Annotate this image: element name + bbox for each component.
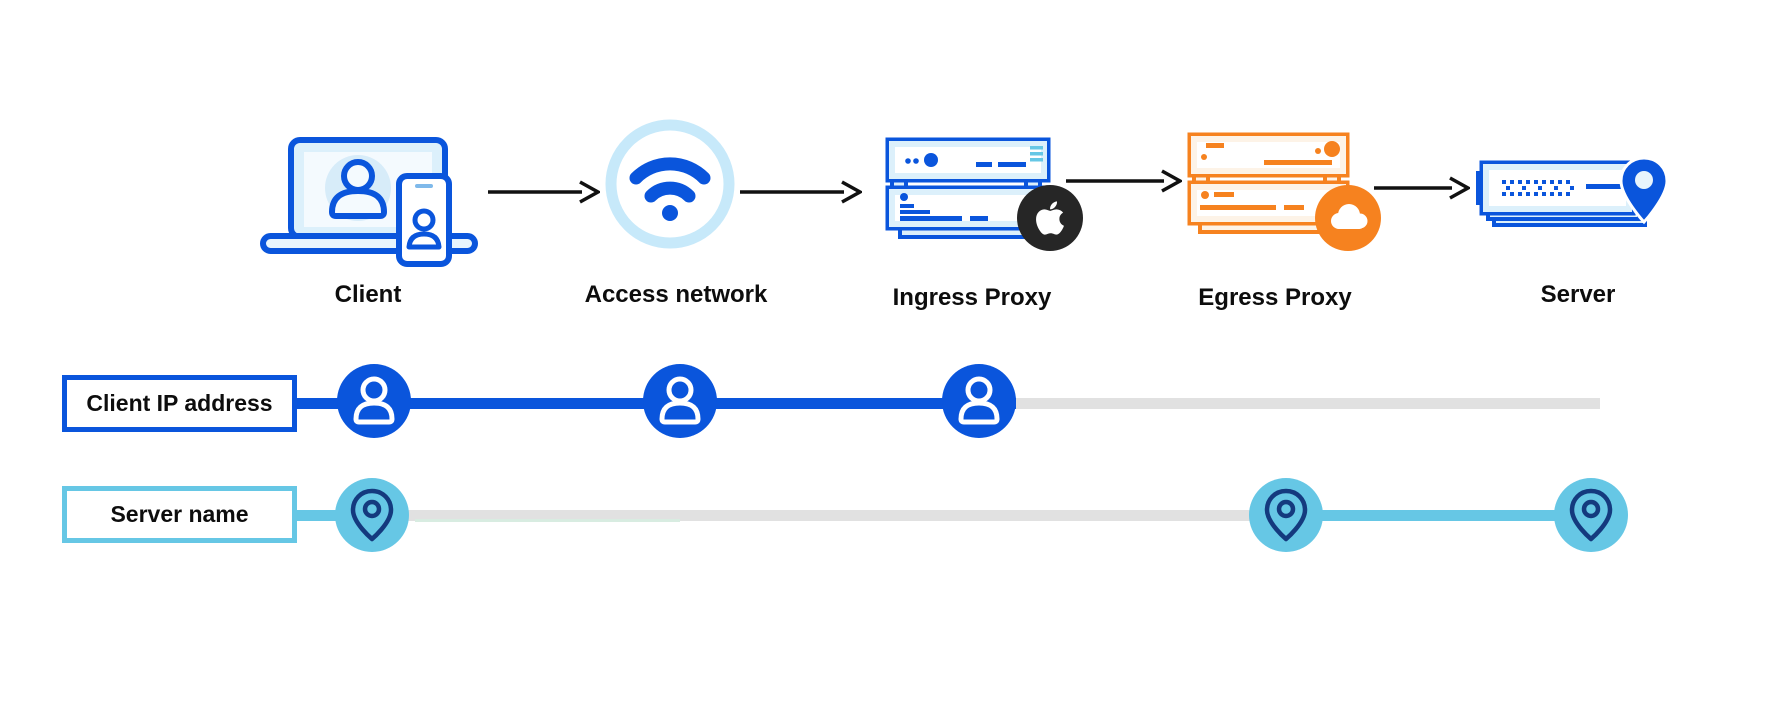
flow-arrow-2 bbox=[740, 180, 862, 204]
wifi-icon bbox=[605, 119, 735, 249]
stage-label-server: Server bbox=[1540, 281, 1616, 308]
location-pin-icon bbox=[1569, 488, 1613, 542]
flow-arrow-3 bbox=[1066, 169, 1182, 193]
pin-node-client bbox=[335, 478, 409, 552]
location-pin-icon bbox=[1264, 488, 1308, 542]
server-location-icon bbox=[1476, 156, 1669, 227]
person-node-ingress-proxy bbox=[942, 364, 1016, 438]
server-name-track-gray-segment bbox=[374, 510, 1286, 521]
laptop-phone-icon bbox=[260, 137, 478, 267]
stage-label-egress-proxy: Egress Proxy bbox=[1198, 284, 1352, 311]
client-ip-address-label: Client IP address bbox=[86, 390, 273, 416]
server-name-track-faint-line bbox=[415, 519, 680, 522]
stage-label-access-network: Access network bbox=[584, 281, 768, 308]
client-ip-track-gray-segment bbox=[1016, 398, 1600, 409]
flow-arrow-4 bbox=[1374, 176, 1470, 200]
pin-node-egress-proxy bbox=[1249, 478, 1323, 552]
person-node-access-network bbox=[643, 364, 717, 438]
server-name-label: Server name bbox=[110, 501, 249, 527]
stage-label-client: Client bbox=[334, 281, 402, 308]
cloudflare-cloud-icon bbox=[1331, 204, 1368, 229]
flow-arrow-1 bbox=[488, 180, 600, 204]
client-ip-address-label-box: Client IP address bbox=[62, 375, 297, 432]
server-name-track-cyan-end-segment bbox=[1286, 510, 1591, 521]
person-icon bbox=[353, 376, 395, 425]
person-icon bbox=[958, 376, 1000, 425]
location-pin-icon bbox=[350, 488, 394, 542]
person-icon bbox=[659, 376, 701, 425]
pin-node-server bbox=[1554, 478, 1628, 552]
cloudflare-logo-badge bbox=[1315, 185, 1381, 251]
apple-icon bbox=[1036, 201, 1064, 235]
server-name-track-cyan-start-segment bbox=[290, 510, 374, 521]
server-name-label-box: Server name bbox=[62, 486, 297, 543]
stage-label-ingress-proxy: Ingress Proxy bbox=[892, 284, 1052, 311]
person-node-client bbox=[337, 364, 411, 438]
server-dot-matrix bbox=[1502, 180, 1574, 196]
location-pin-icon bbox=[1619, 156, 1669, 225]
apple-logo-badge bbox=[1017, 185, 1083, 251]
